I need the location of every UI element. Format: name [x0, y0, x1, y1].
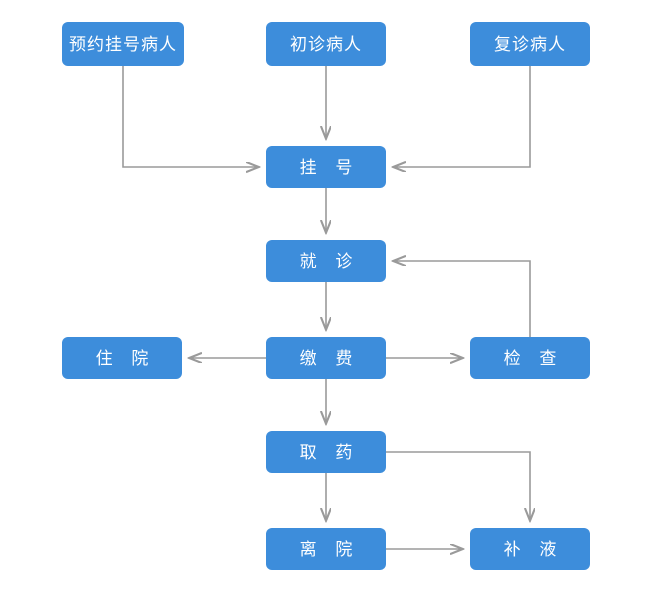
- edge-examination-consult: [394, 261, 531, 337]
- edge-revisit-register: [394, 66, 531, 167]
- node-payment[interactable]: 缴 费: [266, 337, 386, 379]
- node-register[interactable]: 挂 号: [266, 146, 386, 188]
- node-first-visit[interactable]: 初诊病人: [266, 22, 386, 66]
- node-inpatient[interactable]: 住 院: [62, 337, 182, 379]
- edge-medicine-infusion: [386, 451, 530, 520]
- node-consult[interactable]: 就 诊: [266, 240, 386, 282]
- node-infusion[interactable]: 补 液: [470, 528, 590, 570]
- edge-appointment-register: [122, 66, 258, 167]
- node-revisit[interactable]: 复诊病人: [470, 22, 590, 66]
- node-medicine[interactable]: 取 药: [266, 431, 386, 473]
- node-discharge[interactable]: 离 院: [266, 528, 386, 570]
- node-appointment[interactable]: 预约挂号病人: [62, 22, 184, 66]
- node-examination[interactable]: 检 查: [470, 337, 590, 379]
